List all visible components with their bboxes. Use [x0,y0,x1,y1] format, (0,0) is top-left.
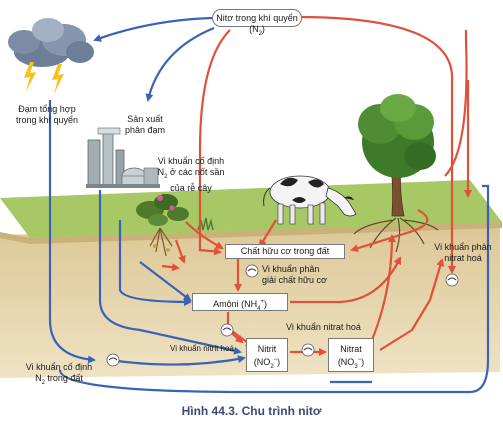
bacteria-icon-denitrify [445,273,459,287]
factory-icon [86,127,160,188]
bacteria-icon-soil-fix [106,353,120,367]
arrow-factory-down [98,190,242,355]
tree-icon [353,94,439,253]
grass-edge [0,222,502,244]
arrow-tree-to-organic [350,209,429,253]
label-nitrifying-bacteria: Vi khuẩn nitrat hoá [286,322,361,332]
label-fertilizer-production: Sản xuất phân đạm [124,114,166,135]
label-decomposer-bacteria: Vi khuẩn phân giải chất hữu cơ [262,264,327,285]
node-ammonium: Amôni (NH4+) [192,293,288,312]
arrow-nitrate-to-tree [370,234,396,341]
node-organic-matter: Chất hữu cơ trong đất [225,244,345,259]
label-nitrite-bacteria: Vi khuẩn nitrit hoá [170,344,234,353]
arrow-atmosphere-tree [444,30,468,177]
blue-arrow-group [48,16,490,394]
arrow-soilfix-to-nitrite [109,355,246,366]
arrow-atmosphere-to-legume [198,29,231,256]
arrow-factory-to-ammonium [118,220,192,306]
cow-icon [263,175,357,225]
node-atmosphere-n2: Nitơ trong khí quyển (N2) [212,9,302,37]
arrow-bottom-loop [58,184,490,394]
label-denitrifying-bacteria: Vi khuẩn phản nitrat hoá [434,242,492,263]
arrow-nitrate-to-roots [379,258,445,351]
arrow-ammonium-to-roots [290,256,402,304]
cloud-icon [8,18,94,67]
arrow-atmosphere-to-factory [145,26,215,102]
label-root-nodule-bacteria: Vi khuẩn cố định N2 ở các nốt sần của rễ… [157,156,225,193]
arrow-atmosphere-to-denitrify [296,15,456,274]
bacteria-icon-nitrite [220,323,234,337]
arrow-legume-small-2 [161,263,180,272]
bacteria-icon-nitrate [301,343,315,357]
lightning-icon [24,62,64,94]
bacteria-icon-decomposer [245,264,259,278]
arrow-legume-small-1 [174,239,186,264]
arrow-atmosphere-to-cloud [93,16,213,42]
node-nitrite: Nitrit (NO2−) [246,338,288,372]
arrow-cow-to-organic [258,219,277,248]
figure-caption: Hình 44.3. Chu trình nitơ [181,404,322,418]
node-nitrate: Nitrat (NO3−) [328,338,374,372]
arrow-legume-to-organic [185,221,224,249]
label-atmospheric-synthesis: Đạm tổng hợp trong khí quyển [15,104,79,125]
arrow-cloud-down [48,100,96,364]
red-arrow-group [161,15,472,356]
legume-plant-icon [136,194,189,257]
arrow-legume-ammonium [139,261,192,302]
label-soil-fixing-bacteria: Vi khuẩn cố định N2 trong đất [25,362,93,386]
